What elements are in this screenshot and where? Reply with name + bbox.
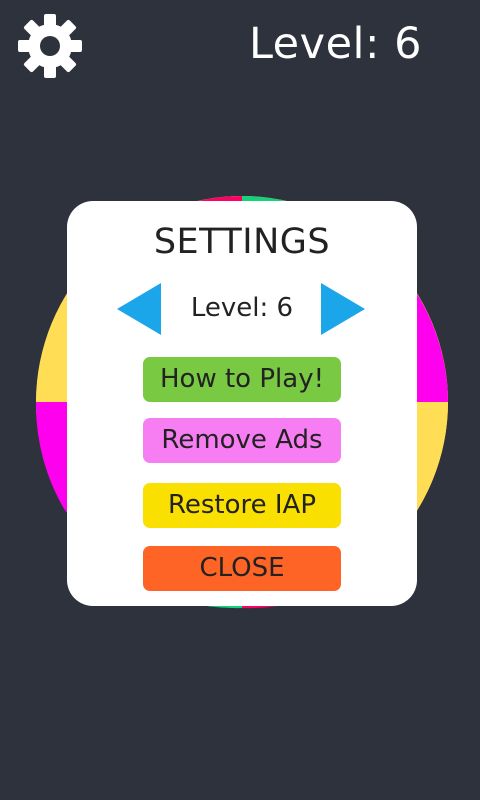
previous-level-button[interactable] [115,281,163,337]
arrow-right-icon [321,283,365,335]
how-to-play-button[interactable]: How to Play! [143,357,341,402]
dialog-title: SETTINGS [153,222,331,262]
settings-button[interactable] [14,10,86,82]
restore-iap-button[interactable]: Restore IAP [143,483,341,528]
remove-ads-button[interactable]: Remove Ads [143,418,341,463]
arrow-left-icon [117,283,161,335]
selected-level-label: Level: 6 [190,293,294,323]
gear-icon [18,14,82,78]
close-button[interactable]: CLOSE [143,546,341,591]
settings-dialog: SETTINGS Level: 6 How to Play! Remove Ad… [67,201,417,606]
current-level-label: Level: 6 [248,19,422,69]
next-level-button[interactable] [319,281,367,337]
